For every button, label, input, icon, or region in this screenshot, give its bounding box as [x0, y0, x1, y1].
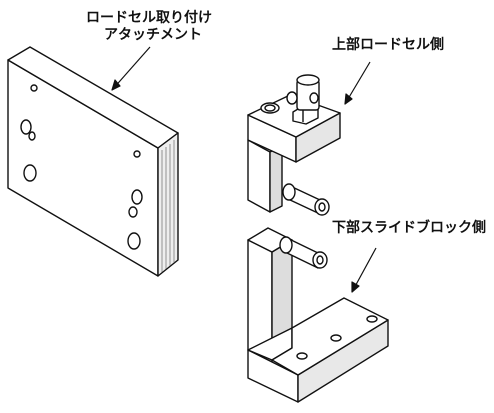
upper-load-cell-block [247, 74, 341, 216]
lower-side-label: 下部スライドブロック側 [332, 220, 486, 236]
upper-pin [282, 183, 330, 216]
upper-leader-arrow [344, 61, 371, 105]
lower-leader-arrow [351, 247, 377, 293]
upper-side-label: 上部ロードセル側 [332, 37, 444, 53]
upper-bolt [260, 74, 320, 125]
attachment-label: ロードセル取り付け アタッチメント [86, 10, 212, 44]
lower-pin [279, 236, 328, 269]
attachment-label-line1: ロードセル取り付け [86, 10, 212, 26]
plate-holes [20, 84, 143, 250]
base-holes [296, 315, 378, 360]
mounting-plate [7, 46, 179, 277]
lower-slide-block [247, 227, 389, 403]
attachment-label-line2: アタッチメント [104, 27, 202, 43]
attachment-leader-arrow [111, 46, 151, 91]
